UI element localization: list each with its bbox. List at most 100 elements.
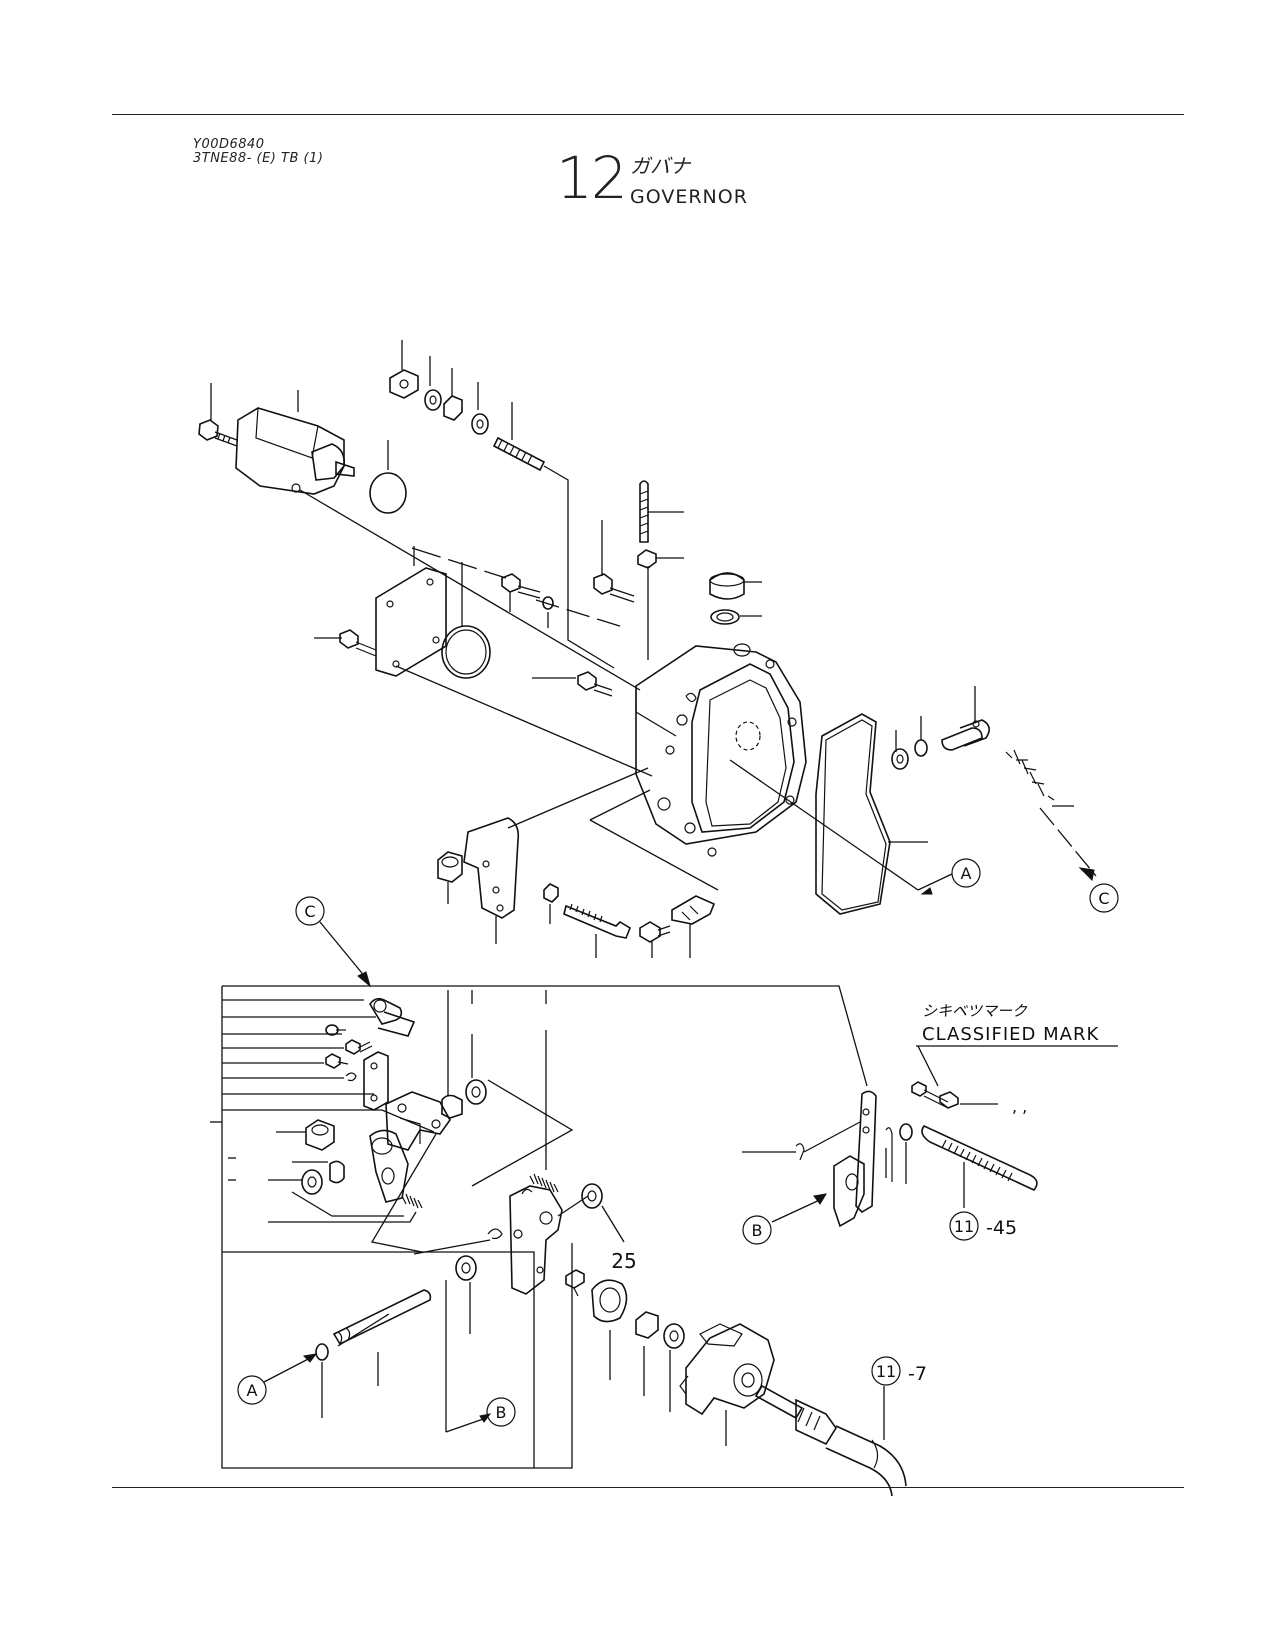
stud-top [492, 402, 615, 669]
governor-weight-assy [679, 1323, 775, 1446]
bolt-housing [532, 671, 613, 697]
washer-top-2 [471, 382, 489, 435]
ref-11-7: 11 -7 [871, 1356, 927, 1440]
frame-leaders [222, 999, 376, 1095]
o-ring-lever-shaft [914, 716, 928, 757]
link-pin-lower-c [369, 997, 416, 1037]
washer-classified [899, 1123, 913, 1184]
small-bolt-2 [345, 1039, 373, 1055]
callout-b-lower: B [445, 1397, 516, 1433]
governor-lever-bracket [385, 1091, 451, 1151]
governor-housing [635, 643, 807, 857]
stud-vertical [639, 480, 684, 543]
svg-text:, ,: , , [1012, 1097, 1027, 1116]
washer-lower-left [268, 1169, 323, 1195]
o-ring-upper [369, 440, 407, 514]
hex-nut-top [443, 368, 463, 421]
washer-lever-shaft [891, 730, 909, 770]
cover-plate [375, 546, 447, 677]
adjust-bolt-long [921, 1125, 1038, 1208]
side-cover-gasket [815, 713, 928, 915]
filler-plug [709, 572, 762, 600]
washer-lower-mid [465, 990, 487, 1105]
assembly-axis-1 [299, 489, 641, 691]
bolt-mid-2 [593, 520, 635, 603]
svg-text:C: C [304, 902, 315, 921]
o-ring-shaft [315, 1343, 329, 1418]
callout-b-right: B [742, 1193, 827, 1245]
assembly-axis-3 [589, 819, 719, 891]
section-number: 12 [556, 144, 628, 212]
collar [292, 1160, 345, 1184]
section-title-jp: ガバナ [630, 154, 690, 178]
svg-text:11: 11 [954, 1217, 974, 1236]
stop-lever [463, 767, 649, 944]
washer-small-mid [542, 596, 554, 628]
split-pin-speed [742, 1143, 805, 1161]
callout-a-lower: A [237, 1353, 318, 1405]
svg-text:シキベツマーク: シキベツマーク [922, 1002, 1028, 1020]
callout-c-lower: C [295, 896, 371, 988]
svg-text:-7: -7 [908, 1363, 927, 1385]
lever-shaft-control [941, 686, 990, 751]
small-bolt-1 [325, 1024, 346, 1036]
washer-top-1 [424, 356, 442, 411]
governor-shaft [332, 1289, 432, 1386]
washer-25: 25 [581, 1183, 637, 1273]
cover-gasket-ring [441, 562, 491, 679]
bolt-cover [314, 629, 377, 657]
svg-text:A: A [961, 864, 972, 883]
svg-text:11: 11 [876, 1362, 896, 1381]
svg-text:-45: -45 [986, 1217, 1017, 1239]
washer-lower-right [663, 1323, 685, 1412]
plug-washer [710, 609, 762, 625]
frame-top [222, 985, 868, 1087]
flange-nut [437, 851, 463, 904]
bolt-left-top [198, 383, 238, 447]
speed-lever-arm [833, 1155, 865, 1228]
hex-nut-lower [543, 883, 559, 924]
stop-solenoid [235, 390, 355, 495]
governor-lever-main [509, 1185, 563, 1295]
nut-vertical [637, 549, 684, 660]
stop-bolt [563, 903, 631, 958]
governor-exploded-diagram: A C C [198, 340, 1119, 1497]
fork-lever [369, 1129, 409, 1203]
doc-code: Y00D6840 [193, 137, 265, 152]
adjust-nut-top [389, 340, 419, 399]
drive-shaft [754, 1384, 907, 1497]
governor-spring-upper [1005, 749, 1097, 877]
small-spring-lower [268, 1193, 423, 1223]
lever-nut [276, 1119, 335, 1151]
tension-spring [529, 990, 559, 1193]
svg-text:B: B [752, 1221, 763, 1240]
model-label: 3TNE88- (E) TB (1) [193, 151, 324, 166]
assembly-axis-2 [395, 665, 653, 777]
retainer-clip-1 [345, 1072, 357, 1082]
bolt-mid-1 [501, 573, 541, 612]
washer-shaft [455, 1255, 477, 1334]
svg-text:25: 25 [611, 1249, 636, 1273]
small-bolt-3 [325, 1053, 349, 1069]
callout-a-upper: A [917, 858, 981, 895]
svg-text:CLASSIFIED MARK: CLASSIFIED MARK [922, 1024, 1099, 1045]
footer-rule [112, 1487, 1184, 1488]
classified-mark-label: シキベツマーク CLASSIFIED MARK [916, 1002, 1118, 1087]
link-plate [363, 1051, 389, 1111]
svg-text:C: C [1098, 889, 1109, 908]
wire-bracket [671, 895, 716, 958]
section-title-en: GOVERNOR [630, 186, 748, 208]
bolt-bracket [639, 921, 671, 958]
governor-sleeve [591, 1279, 628, 1380]
speed-lever [803, 1090, 877, 1214]
frame-inner [222, 1251, 535, 1468]
split-pin-2 [885, 1127, 893, 1182]
callout-c-right: C [1078, 867, 1119, 913]
bush [441, 990, 463, 1119]
svg-text:A: A [247, 1381, 258, 1400]
assembly-axis-4 [729, 759, 919, 891]
sleeve-pin [565, 1269, 585, 1297]
flange-nut-lower [635, 1311, 659, 1396]
svg-text:B: B [496, 1403, 507, 1422]
ref-11-45: 11 -45 [949, 1211, 1017, 1241]
